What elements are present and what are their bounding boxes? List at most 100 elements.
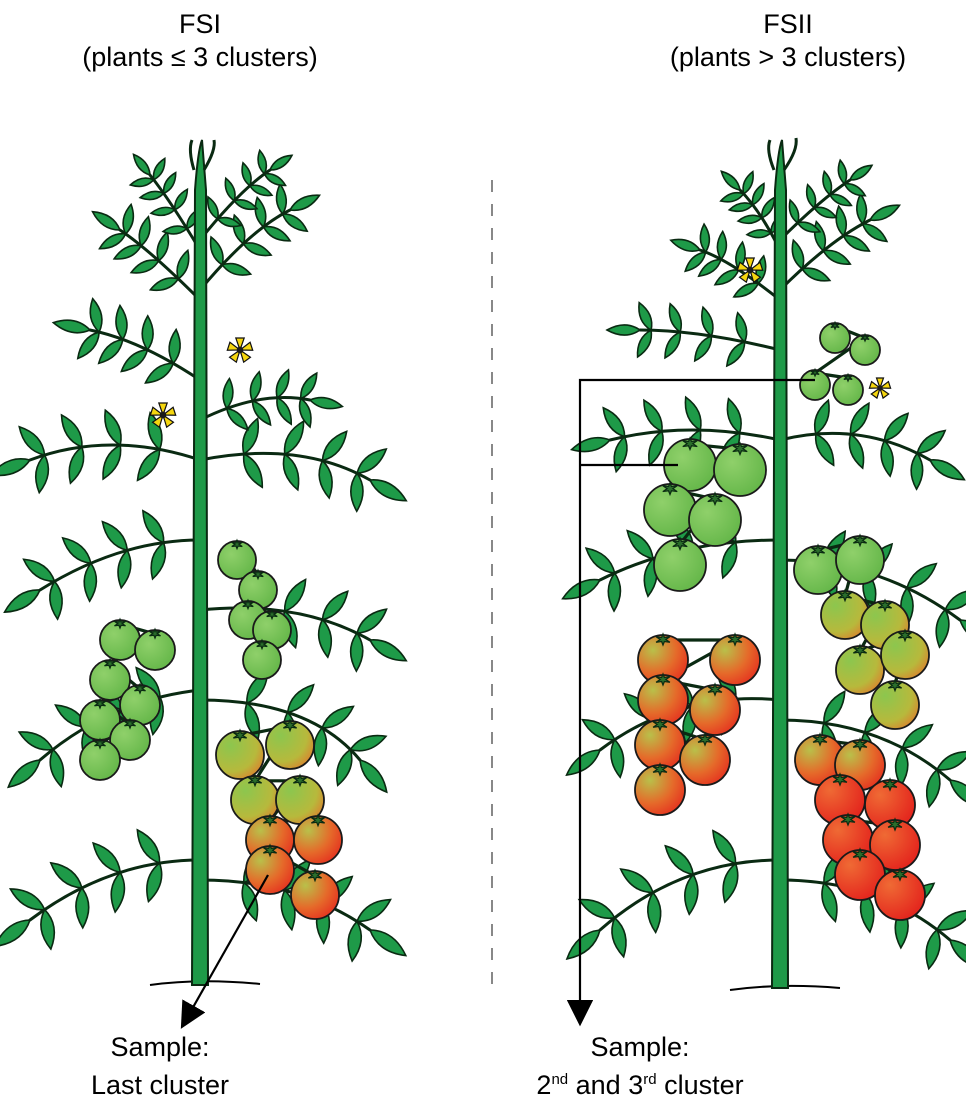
leaf [856,194,868,225]
leaf [47,858,86,893]
leaf [927,455,966,485]
leaf [366,924,410,961]
ordinal-3: 3 [628,1070,643,1100]
flower-center [877,385,883,391]
leaf [109,872,127,913]
leaf [98,518,132,555]
right-tomato-plant [560,138,966,988]
leaf [570,434,611,455]
leaf [728,201,753,214]
main-stem [772,140,788,988]
leaf [318,428,352,465]
leaf [142,359,176,387]
leaf [316,619,333,658]
ordinal-2: 2 [536,1070,551,1100]
leaf [280,576,311,614]
fsi-sample-caption: Sample: Last cluster [40,1028,280,1104]
leaf [65,445,88,485]
leaf [138,507,169,545]
leaf [233,197,258,212]
leaf [367,634,410,666]
left-tomato-plant [0,140,410,985]
leaf [319,701,357,732]
leaf [1,585,43,618]
leaf [59,533,95,567]
ordinal-suffix-nd: nd [551,1071,568,1088]
leaf [353,604,390,637]
leaf [579,715,618,745]
leaf [582,544,619,578]
leaf [608,916,629,958]
leaf [911,453,923,489]
leaf [880,410,912,445]
leaf [7,883,48,915]
leaf [599,404,630,440]
leaf [845,432,868,470]
flower-center [160,412,167,419]
leaf [843,180,868,199]
leaf [33,454,50,493]
leaf [698,306,716,337]
leaf [150,206,175,217]
leaf [661,841,698,879]
leaf [115,549,133,588]
leaf [811,431,839,468]
leaf [841,232,872,256]
leaf [168,329,182,364]
leaf [0,915,34,952]
leaf [318,587,352,623]
leaf [367,474,410,506]
leaf [139,190,164,202]
leaf [279,418,308,457]
leaf [76,888,90,928]
leaf [350,633,363,671]
fsi-sample-text: Last cluster [40,1066,280,1104]
leaf [700,224,711,252]
sample-rest: cluster [657,1070,744,1100]
fsi-sample-label: Sample: [40,1028,280,1066]
leaf [20,554,58,586]
leaf [147,541,170,581]
flower-center [747,267,754,274]
leaf [708,827,741,867]
leaf [48,581,63,620]
leaf [787,199,802,224]
leaf [351,473,363,511]
leaf [717,231,728,259]
leaf [268,152,294,173]
leaf [98,442,126,481]
fsii-sample-label: Sample: [480,1028,800,1066]
leaf [223,405,251,433]
leaf [172,187,191,211]
leaf [723,397,745,435]
leaf [635,301,656,332]
leaf [647,892,663,933]
leaf [609,739,626,778]
leaf [121,204,136,235]
leaf [804,184,818,209]
leaf [288,191,322,215]
leaf [828,191,853,209]
leaf [132,826,165,866]
leaf [133,446,165,484]
leaf [95,336,127,368]
leaf [56,412,87,451]
leaf [923,768,943,808]
leaf [87,298,104,333]
leaf [239,451,268,490]
ordinal-suffix-rd: rd [643,1071,656,1088]
leaf [740,170,756,195]
leaf [263,171,288,189]
leaf [4,755,44,792]
leaf [608,573,621,611]
leaf [691,333,716,363]
leaf [100,408,126,448]
leaf [560,574,603,604]
leaf [713,266,741,289]
sample-and: and [568,1070,628,1100]
leaf [279,452,304,492]
leaf [846,400,874,437]
leaf [88,839,125,877]
leaf [52,317,91,336]
leaf [142,861,165,903]
